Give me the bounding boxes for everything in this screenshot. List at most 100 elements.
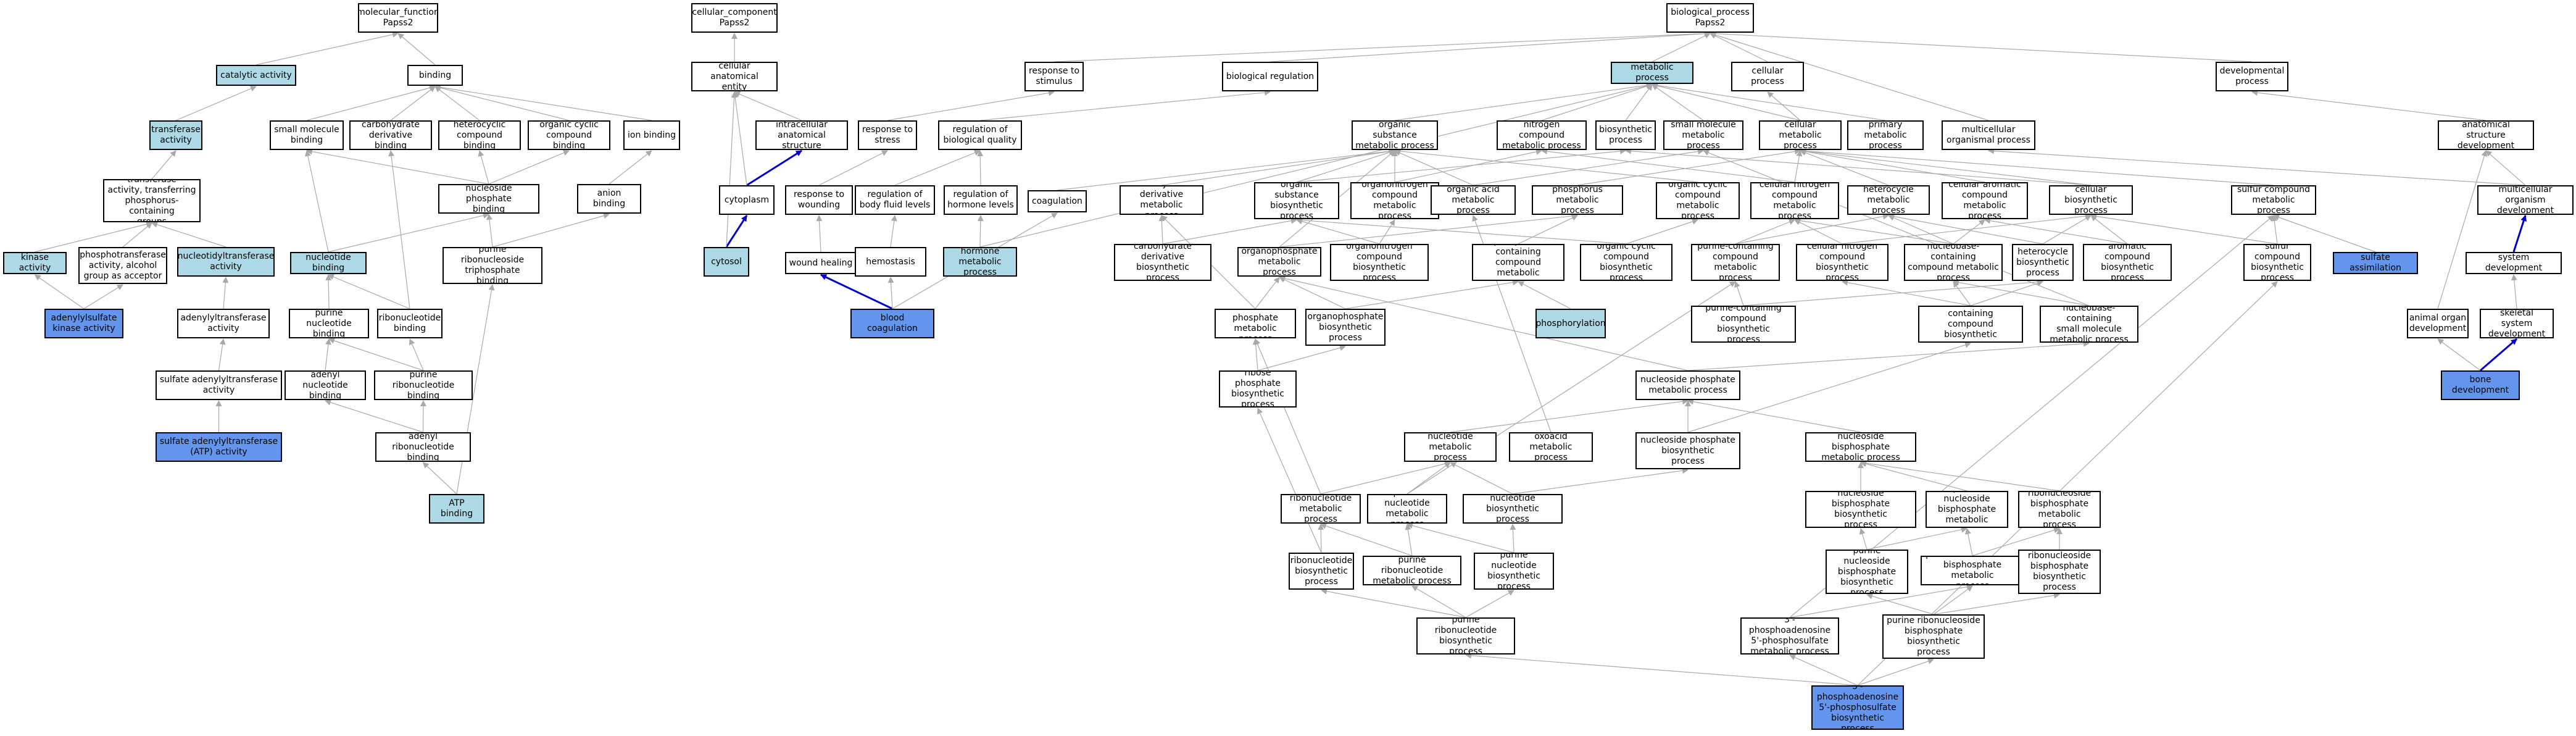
node-anion-bind[interactable]: anion binding — [577, 184, 641, 214]
node-adenylsulf-kinase[interactable]: adenylylsulfate kinase activity — [44, 309, 123, 338]
node-resp-stim[interactable]: response to stimulus — [1024, 62, 1084, 91]
node-multicell-org[interactable]: multicellular organismal process — [1942, 120, 2035, 150]
node-org-acid-met[interactable]: organic acid metabolic process — [1431, 185, 1516, 215]
node-pur-ribonucside-bisphos-met[interactable]: purine ribonucleoside bisphosphate metab… — [1921, 556, 2024, 585]
node-nucleotidyl[interactable]: nucleotidyltransferase activity — [177, 247, 275, 277]
node-atp-bind[interactable]: ATP binding — [429, 494, 484, 524]
node-cytoplasm[interactable]: cytoplasm — [719, 185, 775, 215]
node-heterocycle-bios[interactable]: heterocycle biosynthetic process — [2012, 244, 2074, 281]
node-pur-nucside-bisphos-met[interactable]: purine nucleoside bisphosphate metabolic… — [1926, 491, 2008, 528]
node-sulf-adenylyl[interactable]: sulfate adenylyltransferase activity — [156, 370, 282, 400]
node-blood-coag[interactable]: blood coagulation — [850, 309, 934, 338]
node-nucside-phos-met[interactable]: nucleoside phosphate metabolic process — [1635, 370, 1740, 400]
node-bio-reg[interactable]: biological regulation — [1222, 62, 1318, 91]
node-nucbase-cont-met[interactable]: nucleobase-containing compound metabolic… — [1904, 244, 2003, 281]
node-cell-arom-met[interactable]: cellular aromatic compound metabolic pro… — [1942, 182, 2028, 219]
node-adenyl-nuc-bind[interactable]: adenyl nucleotide binding — [285, 370, 366, 400]
node-biosynth[interactable]: biosynthetic process — [1595, 120, 1656, 150]
node-phosphorus-met[interactable]: phosphorus metabolic process — [1532, 185, 1623, 215]
node-organophos-bios[interactable]: organophosphate biosynthetic process — [1305, 309, 1386, 346]
node-pur-nucside-bisphos-bios[interactable]: purine nucleoside bisphosphate biosynthe… — [1826, 550, 1908, 594]
node-arom-bios[interactable]: aromatic compound biosynthetic process — [2083, 244, 2172, 281]
node-sulf-adenylyl-atp[interactable]: sulfate adenylyltransferase (ATP) activi… — [156, 432, 282, 462]
node-mf[interactable]: molecular_function Papss2 — [358, 3, 438, 33]
node-orgcyc-met[interactable]: organic cyclic compound metabolic proces… — [1656, 182, 1740, 219]
node-sulfur-bios[interactable]: sulfur compound biosynthetic process — [2243, 244, 2311, 281]
node-org-subst-bios[interactable]: organic substance biosynthetic process — [1254, 182, 1339, 219]
node-carb-deriv-bios[interactable]: carbohydrate derivative biosynthetic pro… — [1114, 244, 1211, 281]
node-pur-ribonuc-met[interactable]: purine ribonucleotide metabolic process — [1363, 556, 1461, 585]
node-phosphorylation[interactable]: phosphorylation — [1535, 309, 1606, 338]
node-ribonucside-bisphos-bios[interactable]: ribonucleoside bisphosphate biosynthetic… — [2018, 550, 2101, 594]
node-ribonuc-bind[interactable]: ribonucleotide binding — [377, 309, 442, 338]
node-ribonuc-met[interactable]: ribonucleotide metabolic process — [1281, 494, 1361, 524]
node-nucleotide-bind[interactable]: nucleotide binding — [290, 252, 367, 274]
node-animal-organ-dev[interactable]: animal organ development — [2407, 309, 2469, 338]
node-metabolic[interactable]: metabolic process — [1611, 62, 1693, 84]
node-dev-proc[interactable]: developmental process — [2216, 62, 2288, 91]
node-primary-met[interactable]: primary metabolic process — [1847, 120, 1924, 150]
node-pur-ribonuc-bind[interactable]: purine ribonucleotide binding — [374, 370, 473, 400]
node-bone-dev[interactable]: bone development — [2441, 370, 2520, 400]
node-bp[interactable]: biological_process Papss2 — [1666, 3, 1754, 33]
node-carb-deriv-bind[interactable]: carbohydrate derivative binding — [349, 120, 432, 150]
node-hetero-bind[interactable]: heterocyclic compound binding — [438, 120, 521, 150]
node-nucside-phos-bios[interactable]: nucleoside phosphate biosynthetic proces… — [1635, 432, 1740, 469]
node-orgcyc-bind[interactable]: organic cyclic compound binding — [528, 120, 610, 150]
node-sulfur-met[interactable]: sulfur compound metabolic process — [2231, 185, 2316, 215]
node-smallmol-bind[interactable]: small molecule binding — [270, 120, 344, 150]
node-reg-hormone[interactable]: regulation of hormone levels — [944, 185, 1018, 215]
node-pur-nuc-bios[interactable]: purine nucleotide biosynthetic process — [1474, 553, 1554, 590]
node-hormone-met[interactable]: hormone metabolic process — [943, 247, 1017, 277]
node-pur-ribonucside-bisphos-bios[interactable]: purine ribonucleoside bisphosphate biosy… — [1882, 614, 1985, 659]
node-carb-deriv-met[interactable]: carbohydrate derivative metabolic proces… — [1120, 185, 1203, 215]
node-phostransf-alc[interactable]: phosphotransferase activity, alcohol gro… — [78, 247, 167, 284]
node-sulfate-assim[interactable]: sulfate assimilation — [2333, 252, 2418, 274]
node-adenylyltransf[interactable]: adenylyltransferase activity — [177, 309, 270, 338]
node-ribonuc-bios[interactable]: ribonucleotide biosynthetic process — [1289, 553, 1354, 590]
node-nitrogen-met[interactable]: nitrogen compound metabolic process — [1497, 120, 1587, 150]
node-nuc-met[interactable]: nucleotide metabolic process — [1404, 432, 1497, 462]
node-organonitro-bios[interactable]: organonitrogen compound biosynthetic pro… — [1330, 244, 1429, 281]
node-multicell-dev[interactable]: multicellular organism development — [2477, 185, 2574, 215]
node-purine-cont-met[interactable]: purine-containing compound metabolic pro… — [1691, 244, 1780, 281]
node-reg-body-fluid[interactable]: regulation of body fluid levels — [855, 185, 935, 215]
node-hemostasis[interactable]: hemostasis — [855, 247, 926, 277]
node-catalytic[interactable]: catalytic activity — [216, 65, 296, 86]
node-cc[interactable]: cellular_component Papss2 — [691, 3, 778, 33]
node-paps-met[interactable]: 3'-phosphoadenosine 5'-phosphosulfate me… — [1740, 617, 1839, 654]
node-organonitro-met[interactable]: organonitrogen compound metabolic proces… — [1350, 182, 1439, 219]
node-intracell-anat[interactable]: intracellular anatomical structure — [755, 120, 848, 150]
node-pur-ribonuc-tri-bind[interactable]: purine ribonucleoside triphosphate bindi… — [442, 247, 542, 284]
node-phos-cont-met[interactable]: phosphate-containing compound metabolic … — [1472, 244, 1564, 281]
node-pur-nuc-bind[interactable]: purine nucleotide binding — [289, 309, 369, 338]
node-transf-phos[interactable]: transferase activity, transferring phosp… — [103, 179, 201, 222]
node-cell-nitro-bios[interactable]: cellular nitrogen compound biosynthetic … — [1796, 244, 1888, 281]
node-ribose-phos-met[interactable]: ribose phosphate metabolic process — [1215, 309, 1296, 338]
node-wound-heal[interactable]: wound healing — [785, 252, 857, 274]
node-skeletal-dev[interactable]: skeletal system development — [2480, 309, 2554, 338]
node-cell-anat[interactable]: cellular anatomical entity — [691, 62, 778, 91]
node-nuc-bios[interactable]: nucleotide biosynthetic process — [1463, 494, 1563, 524]
node-cellular-proc[interactable]: cellular process — [1731, 62, 1804, 91]
node-pur-nuc-met[interactable]: purine nucleotide metabolic process — [1367, 494, 1447, 524]
node-kinase[interactable]: kinase activity — [3, 252, 67, 274]
node-smallmol-met[interactable]: small molecule metabolic process — [1663, 120, 1743, 150]
node-purine-cont-bios[interactable]: purine-containing compound biosynthetic … — [1691, 306, 1796, 343]
node-organophos-met[interactable]: organophosphate metabolic process — [1237, 247, 1321, 277]
node-nucside-bisphos-met[interactable]: nucleoside bisphosphate metabolic proces… — [1805, 432, 1916, 462]
node-coagulation[interactable]: coagulation — [1028, 190, 1087, 212]
node-resp-wound[interactable]: response to wounding — [785, 185, 853, 215]
node-oxoacid-met[interactable]: oxoacid metabolic process — [1509, 432, 1593, 462]
node-transferase[interactable]: transferase activity — [149, 120, 202, 150]
node-cytosol[interactable]: cytosol — [704, 247, 749, 277]
node-reg-bio-qual[interactable]: regulation of biological quality — [938, 120, 1022, 150]
node-ribonucside-bisphos-met[interactable]: ribonucleoside bisphosphate metabolic pr… — [2018, 491, 2101, 528]
node-anat-struct-dev[interactable]: anatomical structure development — [2438, 120, 2534, 150]
node-adenyl-ribonuc-bind[interactable]: adenyl ribonucleotide binding — [375, 432, 471, 462]
node-paps-bios[interactable]: 3'-phosphoadenosine 5'-phosphosulfate bi… — [1811, 685, 1904, 730]
node-nucbase-cont-bios[interactable]: nucleobase-containing compound biosynthe… — [1918, 306, 2023, 343]
node-ion-bind[interactable]: ion binding — [623, 120, 680, 150]
node-orgcyc-bios[interactable]: organic cyclic compound biosynthetic pro… — [1580, 244, 1672, 281]
node-pur-ribonuc-bios[interactable]: purine ribonucleotide biosynthetic proce… — [1416, 617, 1515, 654]
